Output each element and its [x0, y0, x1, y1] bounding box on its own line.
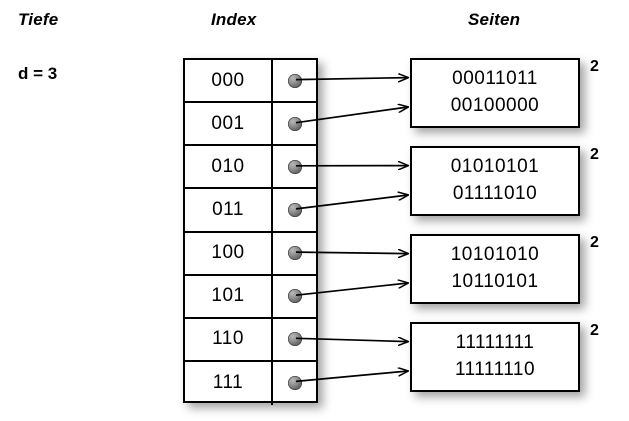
index-key-label: 101: [185, 275, 273, 317]
column-heading-depth: Tiefe: [18, 10, 59, 29]
index-pointer-cell[interactable]: [273, 233, 316, 274]
index-pointer-cell[interactable]: [273, 276, 316, 317]
index-row[interactable]: 011: [185, 189, 316, 233]
filled-circle-bullet-icon: [287, 73, 302, 88]
index-row[interactable]: 110: [185, 318, 316, 362]
page-record-count: 2: [590, 234, 599, 251]
page-record-value: 10110101: [451, 271, 539, 292]
index-key-label: 001: [185, 103, 273, 145]
page-box[interactable]: 01010101 01111010: [410, 146, 580, 216]
page-record-value: 11111110: [454, 359, 536, 380]
page-record-value: 00100000: [450, 95, 540, 116]
page-record-count: 2: [590, 322, 599, 339]
index-key-label: 100: [185, 232, 273, 274]
page-box[interactable]: 00011011 00100000: [410, 58, 580, 128]
filled-circle-bullet-icon: [287, 289, 302, 304]
page-record-value: 10101010: [450, 244, 540, 266]
index-pointer-cell[interactable]: [273, 189, 316, 230]
filled-circle-bullet-icon: [287, 376, 302, 391]
filled-circle-bullet-icon: [287, 159, 302, 174]
page-record-count: 2: [590, 146, 599, 163]
index-row[interactable]: 000: [185, 60, 316, 104]
column-heading-pages: Seiten: [468, 10, 521, 29]
index-pointer-cell[interactable]: [273, 103, 316, 144]
index-row[interactable]: 101: [185, 275, 316, 319]
index-pointer-cell[interactable]: [273, 362, 316, 405]
page-record-value: 00011011: [452, 68, 538, 90]
filled-circle-bullet-icon: [287, 116, 302, 131]
page-record-value: 01111010: [452, 183, 538, 204]
index-key-label: 010: [185, 146, 273, 188]
filled-circle-bullet-icon: [287, 202, 302, 217]
index-pointer-cell[interactable]: [273, 60, 316, 101]
index-pointer-cell[interactable]: [273, 146, 316, 187]
page-box[interactable]: 10101010 10110101: [410, 234, 580, 304]
index-row[interactable]: 001: [185, 103, 316, 147]
page-record-count: 2: [590, 58, 599, 75]
page-record-value: 01010101: [450, 156, 540, 178]
index-row[interactable]: 111: [185, 361, 316, 405]
index-key-label: 011: [185, 189, 273, 231]
page-box[interactable]: 11111111 11111110: [410, 322, 580, 392]
column-heading-index: Index: [211, 10, 257, 29]
filled-circle-bullet-icon: [287, 332, 302, 347]
filled-circle-bullet-icon: [287, 246, 302, 261]
index-row[interactable]: 010: [185, 146, 316, 190]
index-pointer-cell[interactable]: [273, 319, 316, 360]
page-record-value: 11111111: [455, 332, 535, 354]
index-row[interactable]: 100: [185, 232, 316, 276]
depth-value-label: d = 3: [18, 64, 58, 83]
index-key-label: 111: [185, 361, 273, 405]
index-key-label: 000: [185, 60, 273, 102]
index-key-label: 110: [185, 318, 273, 360]
